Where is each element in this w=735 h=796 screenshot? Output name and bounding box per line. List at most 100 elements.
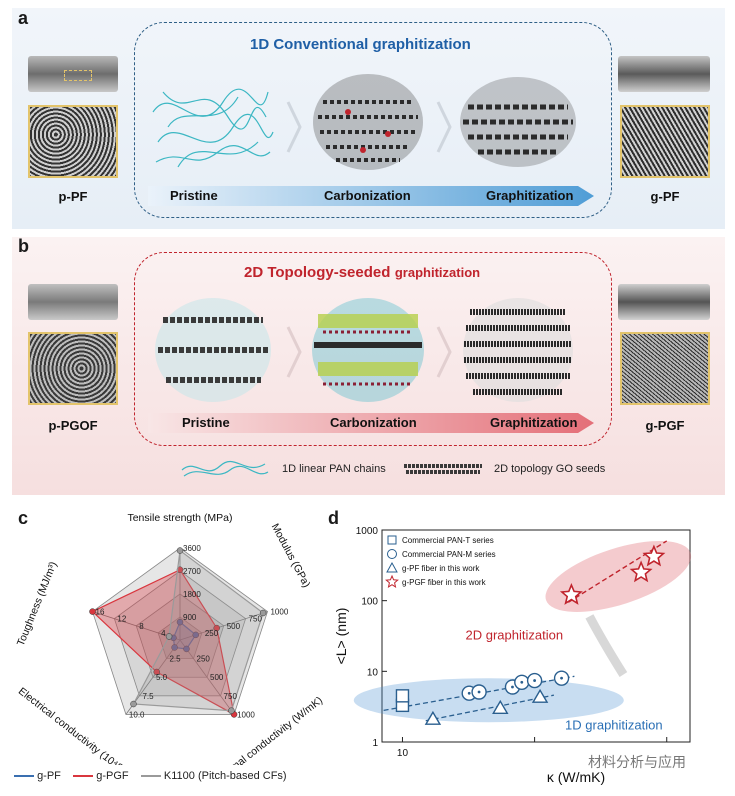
g-pgf-label: g-PGF — [645, 418, 685, 433]
radar-tick-label: 12 — [117, 615, 126, 624]
radar-point — [130, 700, 137, 708]
radar-point — [89, 608, 96, 615]
radar-tick-label: 2.5 — [169, 655, 181, 664]
radar-tick-label: 1000 — [270, 608, 288, 617]
g-pf-fiber-photo — [618, 56, 710, 92]
panel-b-title: 2D Topology-seeded graphitization — [244, 264, 480, 282]
scatter-legend-label: Commercial PAN-M series — [402, 550, 496, 559]
legend-line-g-pgf — [73, 775, 94, 778]
g-pf-label: g-PF — [650, 189, 680, 204]
marker-g-pgf — [629, 560, 653, 583]
radar-tick-label: 3600 — [183, 544, 201, 553]
radar-tick-label: 250 — [205, 629, 219, 638]
radar-point — [176, 618, 184, 626]
carbonization-structure — [313, 74, 423, 170]
radar-point — [176, 547, 184, 554]
radar-tick-label: 4 — [161, 629, 166, 638]
panel-c-letter: c — [18, 508, 29, 528]
x-axis-label: κ (W/mK) — [547, 769, 605, 785]
legend-marker-circle — [387, 549, 397, 559]
radar-tick-label: 900 — [183, 613, 197, 622]
g-pf-tem-image — [620, 105, 710, 178]
radar-tick-label: 1800 — [183, 590, 201, 599]
scatter-legend-label: g-PF fiber in this work — [402, 564, 480, 573]
marker-g-pf — [492, 699, 509, 714]
panel-a-schematics — [152, 74, 576, 170]
marker-g-pf — [531, 688, 549, 703]
p-pf-fiber-photo — [28, 56, 118, 92]
marker-g-pgf — [642, 544, 666, 567]
watermark: 材料分析与应用 — [588, 754, 686, 770]
chevron-1-icon — [286, 101, 302, 153]
conventional-graphitization-box — [134, 22, 612, 218]
g-pgf-fiber-photo — [618, 284, 710, 320]
pristine-pan-chains — [152, 88, 274, 168]
scatter-frame — [381, 529, 691, 743]
radar-series-k1100 — [132, 549, 264, 712]
marker-pan-m-dot — [511, 685, 514, 689]
marker-g-pgf — [559, 583, 583, 605]
region-1d — [353, 678, 624, 723]
chevron-4-icon — [436, 326, 452, 378]
marker-pan-m-dot — [520, 680, 524, 684]
annotation-1d: 1D graphitization — [565, 718, 663, 733]
radar-tick-label: 750 — [224, 692, 238, 701]
radar-axis-label: Modulus (GPa) — [269, 522, 313, 590]
radar-tick-label: 750 — [249, 615, 263, 624]
x-tick-label: 10 — [397, 748, 409, 759]
scatter-legend-label: g-PGF fiber in this work — [402, 578, 487, 587]
panel-a-title: 1D Conventional graphitization — [250, 36, 471, 53]
radar-tick-label: 10.0 — [129, 710, 145, 719]
trend-1d-line-2 — [425, 694, 555, 722]
transition-arrow — [585, 614, 628, 677]
stage-graphitization-a: Graphitization — [486, 188, 574, 203]
y-tick-label: 10 — [367, 667, 379, 678]
marker-pan-m-dot — [477, 690, 481, 694]
radar-tick-label: 500 — [227, 622, 241, 631]
panel-b-process-arrow — [148, 413, 594, 433]
radar-tick-label: 16 — [96, 608, 105, 617]
p-pgof-label: p-PGOF — [48, 418, 98, 433]
scatter-legend-label: Commercial PAN-T series — [402, 536, 494, 545]
annotation-2d: 2D graphitization — [466, 628, 564, 643]
y-tick-label: 100 — [361, 597, 378, 608]
radar-tick-label: 8 — [139, 622, 144, 631]
p-pf-tem-image — [28, 105, 118, 178]
radar-axis-label: Toughness (MJ/m³) — [15, 560, 60, 648]
radar-legend: g-PF g-PGF K1100 (Pitch-based CFs) — [14, 770, 287, 782]
stage-carbonization-a: Carbonization — [324, 188, 411, 203]
p-pgof-fiber-photo — [28, 284, 118, 320]
panel-b-letter: b — [18, 236, 29, 256]
radar-tick-label: 500 — [210, 673, 224, 682]
stage-pristine-a: Pristine — [170, 188, 218, 203]
radar-point — [259, 609, 267, 617]
radar-tick-label: 250 — [197, 655, 211, 664]
p-pgof-tem-image — [28, 332, 118, 405]
radar-axis-label: Electrical conductivity (10⁴S/m) — [16, 685, 138, 765]
panel-a-process-arrow — [148, 186, 594, 206]
marker-pan-t — [395, 689, 410, 703]
legend-marker-star — [385, 574, 399, 588]
chevron-3-icon — [286, 326, 302, 378]
radar-tick-label: 2700 — [183, 567, 201, 576]
pan-chain-legend-icon — [181, 460, 269, 477]
carbonization-composite — [312, 298, 424, 402]
y-tick-label: 1 — [372, 738, 378, 749]
stage-carbonization-b: Carbonization — [330, 415, 417, 430]
radar-series-g-pgf — [91, 568, 235, 716]
marker-g-pf — [424, 710, 442, 725]
radar-point — [153, 668, 160, 676]
topology-seeded-graphitization-box — [134, 252, 612, 446]
radar-axis-label: Tensile strength (MPa) — [127, 512, 232, 524]
radar-point — [171, 644, 178, 651]
stage-pristine-b: Pristine — [182, 415, 230, 430]
marker-pan-m-dot — [560, 676, 563, 680]
panel-b-title-tail: graphitization — [394, 265, 481, 280]
p-pf-label: p-PF — [58, 189, 88, 204]
legend-k1100: K1100 (Pitch-based CFs) — [163, 770, 287, 782]
radar-point — [228, 707, 235, 714]
legend-marker-square — [387, 535, 397, 545]
y-tick-label: 1000 — [356, 526, 379, 537]
radar-point — [165, 633, 173, 640]
g-pgf-tem-image — [620, 332, 710, 405]
